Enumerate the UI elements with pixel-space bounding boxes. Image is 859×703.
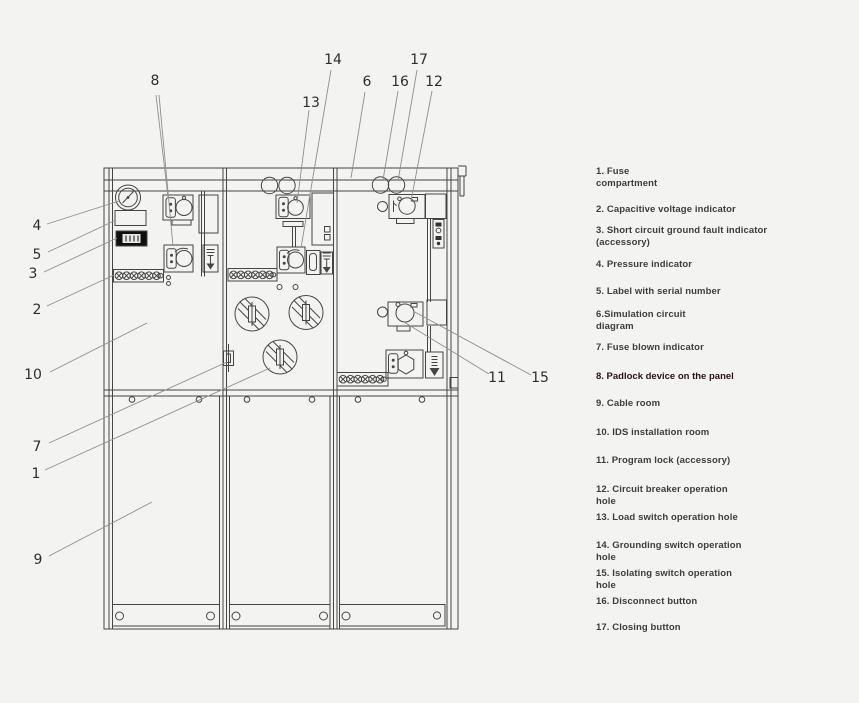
fault-indicator-strip xyxy=(113,269,164,283)
callout-12: 12 xyxy=(425,74,443,90)
interlock-screw-symbol xyxy=(320,251,333,275)
mechanism-unit-upper-left xyxy=(162,194,194,226)
fuse-compartment-holes xyxy=(234,295,324,375)
fault-indicator-strip xyxy=(336,372,389,387)
serial-number-label xyxy=(114,210,147,226)
button-panel xyxy=(432,219,445,249)
callout-4: 4 xyxy=(32,218,42,234)
legend-item-6: 6.Simulation circuit diagram xyxy=(596,309,686,332)
legend-item-17: 17. Closing button xyxy=(596,622,681,633)
callout-7: 7 xyxy=(32,439,42,455)
callout-17: 17 xyxy=(410,52,428,68)
callout-11: 11 xyxy=(488,370,506,386)
program-lock-middle xyxy=(306,250,321,275)
callout-6: 6 xyxy=(362,74,372,90)
callout-3: 3 xyxy=(28,266,38,282)
isolating-switch-unit xyxy=(377,299,447,332)
button-holes-middle xyxy=(260,176,296,195)
mimic-box xyxy=(198,194,219,234)
capacitive-voltage-indicator xyxy=(115,230,148,247)
callout-2: 2 xyxy=(32,302,42,318)
callout-5: 5 xyxy=(32,247,42,263)
mechanism-unit-lower-left xyxy=(163,244,194,286)
callout-15: 15 xyxy=(531,370,549,386)
grounding-switch-unit xyxy=(385,349,424,379)
callout-9: 9 xyxy=(33,552,43,568)
callout-13: 13 xyxy=(302,95,320,111)
legend-item-16: 16. Disconnect button xyxy=(596,596,698,607)
legend-item-2: 2. Capacitive voltage indicator xyxy=(596,204,736,215)
padlock-device xyxy=(278,196,289,218)
hinge-tab xyxy=(449,377,459,389)
screw xyxy=(276,284,283,290)
padlock-device xyxy=(388,353,399,374)
pressure-gauge xyxy=(115,184,141,211)
mechanism-unit-upper-middle xyxy=(275,194,311,247)
simulation-circuit-box xyxy=(311,192,334,246)
legend-item-13: 13. Load switch operation hole xyxy=(596,512,738,523)
legend-item-15: 15. Isolating switch operation hole xyxy=(596,568,733,591)
legend-item-11: 11. Program lock (accessory) xyxy=(596,455,731,466)
legend-item-8: 8. Padlock device on the panel xyxy=(596,371,734,382)
breaker-operation-unit xyxy=(377,193,447,224)
fuse-blown-indicator xyxy=(223,344,234,372)
program-lock xyxy=(396,325,411,332)
door-bottom-bar xyxy=(339,604,446,627)
fault-indicator-strip xyxy=(227,268,278,282)
callout-8: 8 xyxy=(150,73,160,89)
closing-button-hole xyxy=(387,176,406,194)
mechanism-unit-lower-middle xyxy=(276,246,306,274)
padlock-device xyxy=(165,197,176,218)
interlock-screw-symbol xyxy=(202,244,219,273)
door-bottom-bar xyxy=(112,604,220,627)
door-bottom-bar xyxy=(229,604,331,627)
legend-item-7: 7. Fuse blown indicator xyxy=(596,342,704,353)
leader-lines xyxy=(43,69,532,557)
legend-item-4: 4. Pressure indicator xyxy=(596,259,693,270)
legend-item-3: 3. Short circuit ground fault indicator … xyxy=(596,225,768,248)
cabinet-frame xyxy=(103,165,467,630)
callout-1: 1 xyxy=(31,466,41,482)
legend-item-1: 1. Fuse compartment xyxy=(596,166,658,189)
legend-item-5: 5. Label with serial number xyxy=(596,286,721,297)
callout-14: 14 xyxy=(324,52,342,68)
legend-item-12: 12. Circuit breaker operation hole xyxy=(596,484,728,507)
legend-item-14: 14. Grounding switch operation hole xyxy=(596,540,742,563)
legend-item-9: 9. Cable room xyxy=(596,398,661,409)
cable-room-doors xyxy=(112,396,446,629)
down-arrow-symbol xyxy=(425,351,444,379)
screw xyxy=(292,284,299,290)
legend-item-10: 10. IDS installation room xyxy=(596,427,710,438)
callout-16: 16 xyxy=(391,74,409,90)
callout-10: 10 xyxy=(24,367,42,383)
